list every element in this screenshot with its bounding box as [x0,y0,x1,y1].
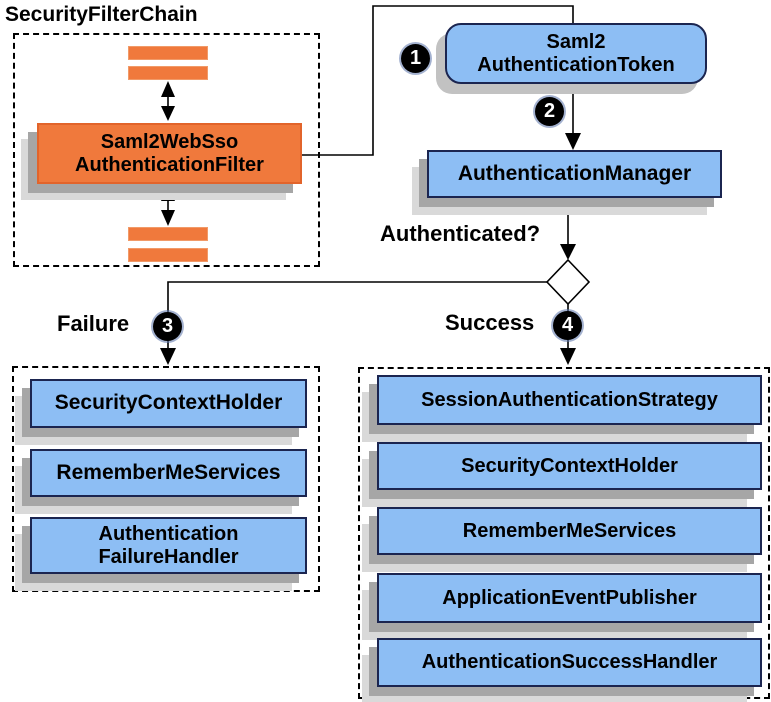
authentication-failure-handler-node: Authentication FailureHandler [30,517,307,574]
security-filter-chain-title: SecurityFilterChain [5,3,198,26]
arrowhead-down-b [161,210,175,226]
step-1-badge: 1 [401,44,430,73]
node-label-line: AuthenticationToken [477,53,675,76]
node-label-line: SecurityContextHolder [461,454,678,477]
filter-placeholder-bar [128,46,208,60]
security-filter-chain-box [13,33,320,267]
step-3-badge: 3 [153,312,182,341]
arrowhead-down-a [161,106,175,121]
arrowhead-up-a [161,81,175,97]
filter-placeholder-bar [128,248,208,262]
security-context-holder-node: SecurityContextHolder [30,379,307,428]
authentication-success-handler-node: AuthenticationSuccessHandler [377,638,762,687]
arrowhead-token-to-manager [565,133,581,150]
node-label-line: FailureHandler [98,545,239,568]
filter-placeholder-bar [128,66,208,80]
remember-me-services-node: RememberMeServices [377,507,762,555]
security-context-holder-node: SecurityContextHolder [377,442,762,490]
node-label-line: AuthenticationFilter [75,153,264,176]
authenticated-question-label: Authenticated? [380,221,541,246]
failure-branch-label: Failure [57,311,130,336]
arrowhead-up-b [161,185,175,201]
arrowhead-manager-to-diamond [560,244,576,260]
filter-placeholder-bar [128,227,208,241]
remember-me-services-node: RememberMeServices [30,449,307,497]
arrowhead-success [560,348,576,365]
node-label-line: SessionAuthenticationStrategy [421,388,718,411]
node-label-line: Authentication [98,522,239,545]
node-label-line: Saml2WebSso [100,130,239,153]
arrowhead-failure [160,348,176,365]
node-label-line: RememberMeServices [56,460,281,484]
saml2-web-sso-authentication-filter-node: Saml2WebSso AuthenticationFilter [37,123,302,184]
decision-diamond [545,258,591,306]
connector-filter-to-token [302,5,574,156]
node-label-line: Saml2 [546,30,606,53]
node-label-line: AuthenticationManager [457,161,692,185]
node-label-line: AuthenticationSuccessHandler [421,651,718,673]
step-4-badge: 4 [553,311,582,340]
node-label-line: ApplicationEventPublisher [442,586,697,609]
failure-handlers-box [12,366,320,592]
saml2-authentication-token-node: Saml2 AuthenticationToken [445,23,707,84]
success-branch-label: Success [445,310,535,335]
application-event-publisher-node: ApplicationEventPublisher [377,573,762,623]
node-label-line: RememberMeServices [462,519,677,542]
node-label-line: SecurityContextHolder [54,391,283,415]
step-2-badge: 2 [535,97,564,126]
authentication-manager-node: AuthenticationManager [427,150,722,198]
session-authentication-strategy-node: SessionAuthenticationStrategy [377,375,762,425]
success-handlers-box [358,367,770,699]
